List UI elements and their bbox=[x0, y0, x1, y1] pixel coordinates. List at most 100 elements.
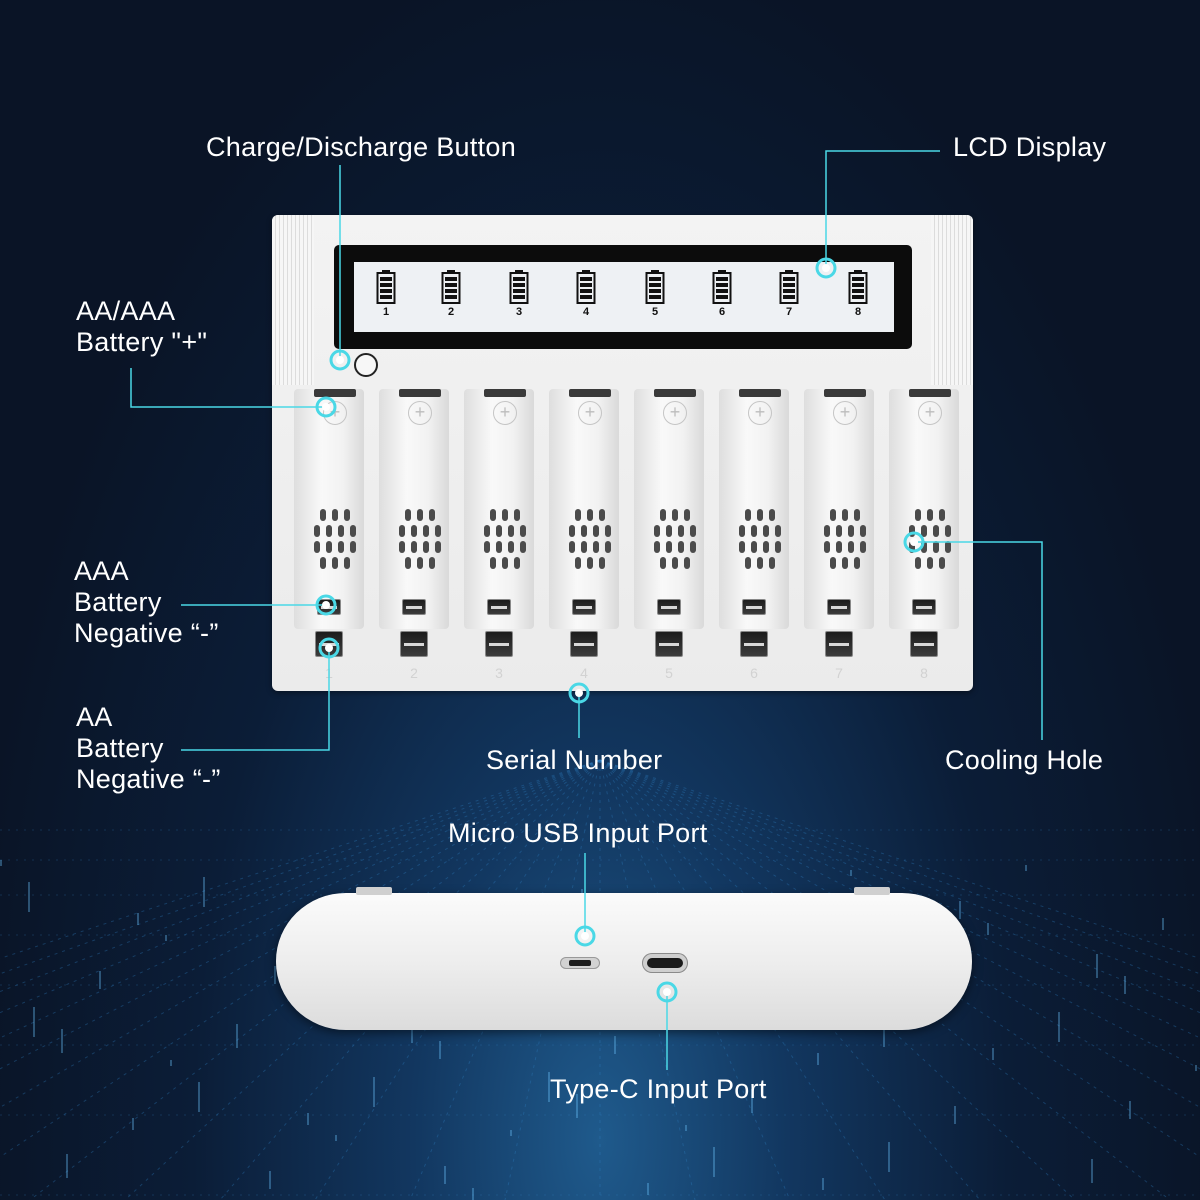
lcd-cell: 2 bbox=[441, 270, 461, 318]
cooling-hole bbox=[842, 509, 848, 521]
aa-negative-terminal bbox=[485, 631, 513, 657]
callout-leader bbox=[918, 541, 1043, 740]
cooling-hole bbox=[520, 541, 526, 553]
positive-contact bbox=[314, 389, 356, 397]
cooling-hole bbox=[344, 557, 350, 569]
lcd-cell-number: 4 bbox=[582, 306, 590, 318]
slot-channel: + bbox=[294, 389, 364, 629]
cooling-vents bbox=[313, 509, 357, 589]
battery-level-icon bbox=[712, 270, 732, 304]
cooling-hole bbox=[508, 525, 514, 537]
type-c-port[interactable] bbox=[642, 953, 688, 973]
battery-slot: +7 bbox=[798, 383, 880, 683]
cooling-hole bbox=[684, 557, 690, 569]
charger-side-view bbox=[276, 887, 972, 1030]
cooling-hole bbox=[836, 525, 842, 537]
cooling-hole bbox=[769, 557, 775, 569]
cooling-hole bbox=[921, 541, 927, 553]
lcd-cell: 4 bbox=[576, 270, 596, 318]
lcd-cell-number: 1 bbox=[382, 306, 390, 318]
cooling-hole bbox=[751, 525, 757, 537]
positive-contact bbox=[909, 389, 951, 397]
slot-channel: + bbox=[634, 389, 704, 629]
aa-negative-terminal bbox=[740, 631, 768, 657]
aa-negative-terminal bbox=[655, 631, 683, 657]
battery-level-icon bbox=[848, 270, 868, 304]
cooling-vents bbox=[823, 509, 867, 589]
cooling-hole bbox=[672, 557, 678, 569]
cooling-vents bbox=[653, 509, 697, 589]
callout-marker-center bbox=[322, 403, 330, 411]
aaa-negative-terminal bbox=[827, 599, 851, 615]
callout-marker-center bbox=[322, 601, 330, 609]
slot-serial-number: 2 bbox=[410, 665, 418, 681]
cooling-hole bbox=[678, 525, 684, 537]
battery-slot: +6 bbox=[713, 383, 795, 683]
callout-marker bbox=[329, 349, 351, 371]
aaa-negative-label-line1: AAA bbox=[74, 556, 129, 586]
cooling-hole bbox=[484, 541, 490, 553]
cooling-hole bbox=[326, 525, 332, 537]
cooling-hole bbox=[690, 541, 696, 553]
cooling-hole bbox=[569, 541, 575, 553]
cooling-hole bbox=[824, 541, 830, 553]
callout-marker-center bbox=[663, 988, 671, 996]
lcd-screen: 1 2 3 4 5 6 7 8 bbox=[354, 262, 894, 332]
lcd-cell: 7 bbox=[779, 270, 799, 318]
cooling-hole bbox=[660, 557, 666, 569]
cooling-hole bbox=[332, 509, 338, 521]
left-grip-ridges bbox=[272, 215, 314, 385]
cooling-hole bbox=[921, 525, 927, 537]
charge-discharge-button[interactable] bbox=[354, 353, 378, 377]
plus-icon: + bbox=[748, 401, 772, 425]
cooling-hole bbox=[350, 525, 356, 537]
slot-serial-number: 8 bbox=[920, 665, 928, 681]
battery-slot: +3 bbox=[458, 383, 540, 683]
charge-button-label: Charge/Discharge Button bbox=[206, 132, 517, 162]
cooling-hole bbox=[666, 525, 672, 537]
micro-usb-port[interactable] bbox=[560, 957, 600, 969]
aa-negative-label-line2: Battery bbox=[76, 733, 164, 763]
battery-slot: +8 bbox=[883, 383, 965, 683]
cooling-vents bbox=[908, 509, 952, 589]
cooling-hole bbox=[496, 525, 502, 537]
cooling-hole bbox=[490, 557, 496, 569]
cooling-hole bbox=[338, 541, 344, 553]
cooling-hole bbox=[854, 557, 860, 569]
cooling-hole bbox=[684, 509, 690, 521]
cooling-hole bbox=[763, 525, 769, 537]
cooling-hole bbox=[417, 557, 423, 569]
cooling-hole bbox=[593, 541, 599, 553]
cooling-hole bbox=[423, 541, 429, 553]
cooling-hole bbox=[915, 557, 921, 569]
aaa-negative-label-line3: Negative “-” bbox=[74, 618, 219, 648]
cooling-hole bbox=[660, 509, 666, 521]
cooling-hole bbox=[757, 557, 763, 569]
callout-marker bbox=[903, 531, 925, 553]
cooling-hole bbox=[435, 525, 441, 537]
cooling-hole bbox=[429, 557, 435, 569]
cooling-hole bbox=[502, 557, 508, 569]
cooling-hole bbox=[654, 541, 660, 553]
cooling-hole bbox=[933, 541, 939, 553]
aaa-negative-terminal bbox=[487, 599, 511, 615]
cooling-hole bbox=[909, 525, 915, 537]
cooling-hole bbox=[751, 541, 757, 553]
cooling-vents bbox=[398, 509, 442, 589]
slot-channel: + bbox=[889, 389, 959, 629]
cooling-hole bbox=[763, 541, 769, 553]
aa-negative-terminal bbox=[400, 631, 428, 657]
cooling-hole bbox=[769, 509, 775, 521]
positive-contact bbox=[569, 389, 611, 397]
cooling-hole bbox=[581, 525, 587, 537]
lcd-cell: 1 bbox=[376, 270, 396, 318]
cooling-hole bbox=[569, 525, 575, 537]
cooling-hole bbox=[775, 525, 781, 537]
cooling-hole bbox=[575, 557, 581, 569]
cooling-hole bbox=[399, 525, 405, 537]
cooling-hole bbox=[490, 509, 496, 521]
plus-icon: + bbox=[918, 401, 942, 425]
cooling-hole bbox=[666, 541, 672, 553]
cooling-hole bbox=[848, 541, 854, 553]
